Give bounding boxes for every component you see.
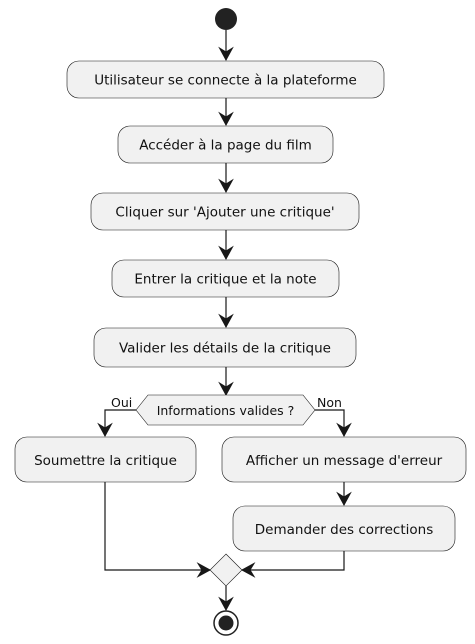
end-node (213, 610, 239, 636)
activity-validate: Valider les détails de la critique (93, 327, 357, 368)
activity-enter-review: Entrer la critique et la note (111, 259, 340, 298)
activity-corrections: Demander des corrections (232, 505, 456, 552)
activity-corrections-label: Demander des corrections (255, 522, 433, 538)
start-node (215, 8, 237, 30)
arrowhead (196, 562, 212, 578)
edge-submit-merge (104, 482, 210, 571)
activity-film-page-label: Accéder à la page du film (139, 138, 312, 154)
activity-submit: Soumettre la critique (14, 436, 197, 483)
activity-validate-label: Valider les détails de la critique (119, 341, 331, 357)
activity-login: Utilisateur se connecte à la plateforme (66, 60, 385, 99)
activity-submit-label: Soumettre la critique (34, 453, 177, 469)
activity-error-label: Afficher un message d'erreur (246, 453, 443, 469)
arrowhead (218, 596, 234, 612)
edge-decision-submit (104, 409, 136, 436)
arrowhead (218, 381, 234, 397)
arrowhead (336, 422, 352, 438)
arrowhead (218, 178, 234, 194)
activity-add-review-label: Cliquer sur 'Ajouter une critique' (115, 205, 334, 221)
arrowhead (336, 491, 352, 507)
branch-label-no: Non (317, 395, 342, 410)
arrowhead (218, 46, 234, 62)
decision-label: Informations valides ? (157, 403, 295, 418)
activity-login-label: Utilisateur se connecte à la plateforme (94, 73, 357, 89)
branch-label-yes: Oui (111, 395, 132, 410)
merge-node (209, 553, 243, 587)
activity-add-review: Cliquer sur 'Ajouter une critique' (90, 192, 360, 231)
arrowhead (218, 313, 234, 329)
arrowhead (218, 111, 234, 127)
edge-corrections-merge (242, 551, 345, 571)
arrowhead (218, 245, 234, 261)
decision-valid-info: Informations valides ? (135, 394, 316, 426)
arrowhead (97, 422, 113, 438)
activity-film-page: Accéder à la page du film (117, 125, 334, 164)
activity-error: Afficher un message d'erreur (221, 436, 467, 483)
edge-decision-error (315, 409, 345, 436)
arrowhead (240, 562, 256, 578)
activity-enter-review-label: Entrer la critique et la note (134, 272, 316, 288)
